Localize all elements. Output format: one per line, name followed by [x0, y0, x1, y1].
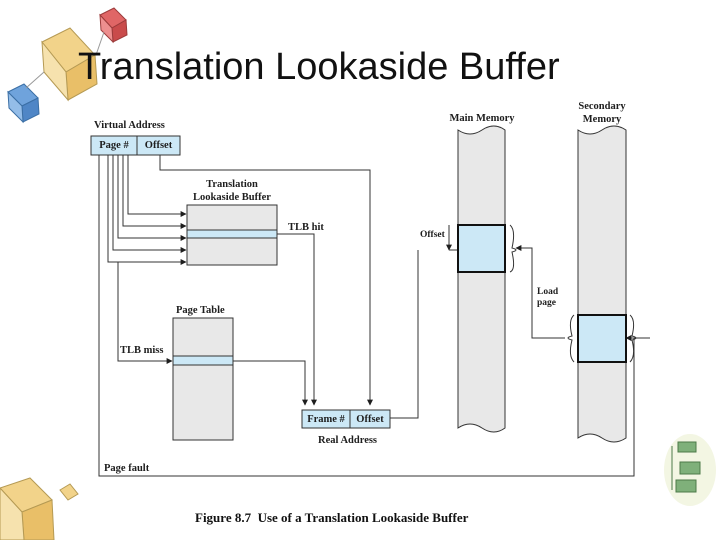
figure-caption-text: Use of a Translation Lookaside Buffer [257, 510, 469, 525]
load-page-label-line1: Load [537, 287, 559, 297]
main-memory-frame [457, 224, 506, 273]
secondary-memory-column [577, 125, 627, 443]
figure-caption: Figure 8.7 Use of a Translation Lookasid… [195, 510, 468, 526]
tlb-label-line2: Lookaside Buffer [193, 192, 271, 203]
tlb-hit-entry [186, 229, 278, 239]
cubes-top-left [7, 7, 128, 124]
page-table-box [172, 317, 234, 441]
tlb-label-line1: Translation [206, 179, 258, 190]
real-address-register [301, 409, 391, 429]
secondary-memory-label-line2: Memory [582, 114, 622, 125]
virtual-address-register [90, 135, 181, 156]
tlb-hit-label: TLB hit [288, 222, 324, 233]
tlb-hit-path [277, 233, 317, 406]
real-to-memory-path [390, 250, 419, 419]
figure-number: Figure 8.7 [195, 510, 252, 525]
page-number-field: Page # [99, 140, 129, 151]
load-page-path [515, 245, 565, 339]
frame-number-field: Frame # [307, 413, 345, 425]
page-table-to-frame [233, 360, 308, 406]
tlb-input-arrows [107, 155, 187, 265]
slide-title: Translation Lookaside Buffer [78, 46, 560, 88]
load-page-label-line2: page [537, 298, 556, 308]
secondary-memory-label-line1: Secondary [578, 101, 626, 112]
main-memory-label: Main Memory [449, 113, 515, 124]
page-table-label: Page Table [176, 305, 225, 316]
main-memory-offset-label: Offset [420, 230, 445, 240]
tlb-miss-label: TLB miss [120, 345, 164, 356]
secondary-memory-page [577, 314, 627, 363]
main-memory-column [457, 125, 506, 433]
real-offset-field: Offset [356, 413, 384, 425]
cube-bottom-left [0, 477, 79, 540]
virtual-address-label: Virtual Address [94, 120, 165, 131]
page-fault-label: Page fault [104, 463, 150, 474]
page-table-entry [172, 355, 234, 366]
real-address-label: Real Address [318, 435, 378, 446]
offset-path [159, 155, 373, 406]
tlb-miss-path [117, 262, 173, 364]
offset-field: Offset [144, 140, 173, 151]
page-fault-path [98, 155, 650, 477]
blocks-bottom-right [664, 434, 716, 506]
